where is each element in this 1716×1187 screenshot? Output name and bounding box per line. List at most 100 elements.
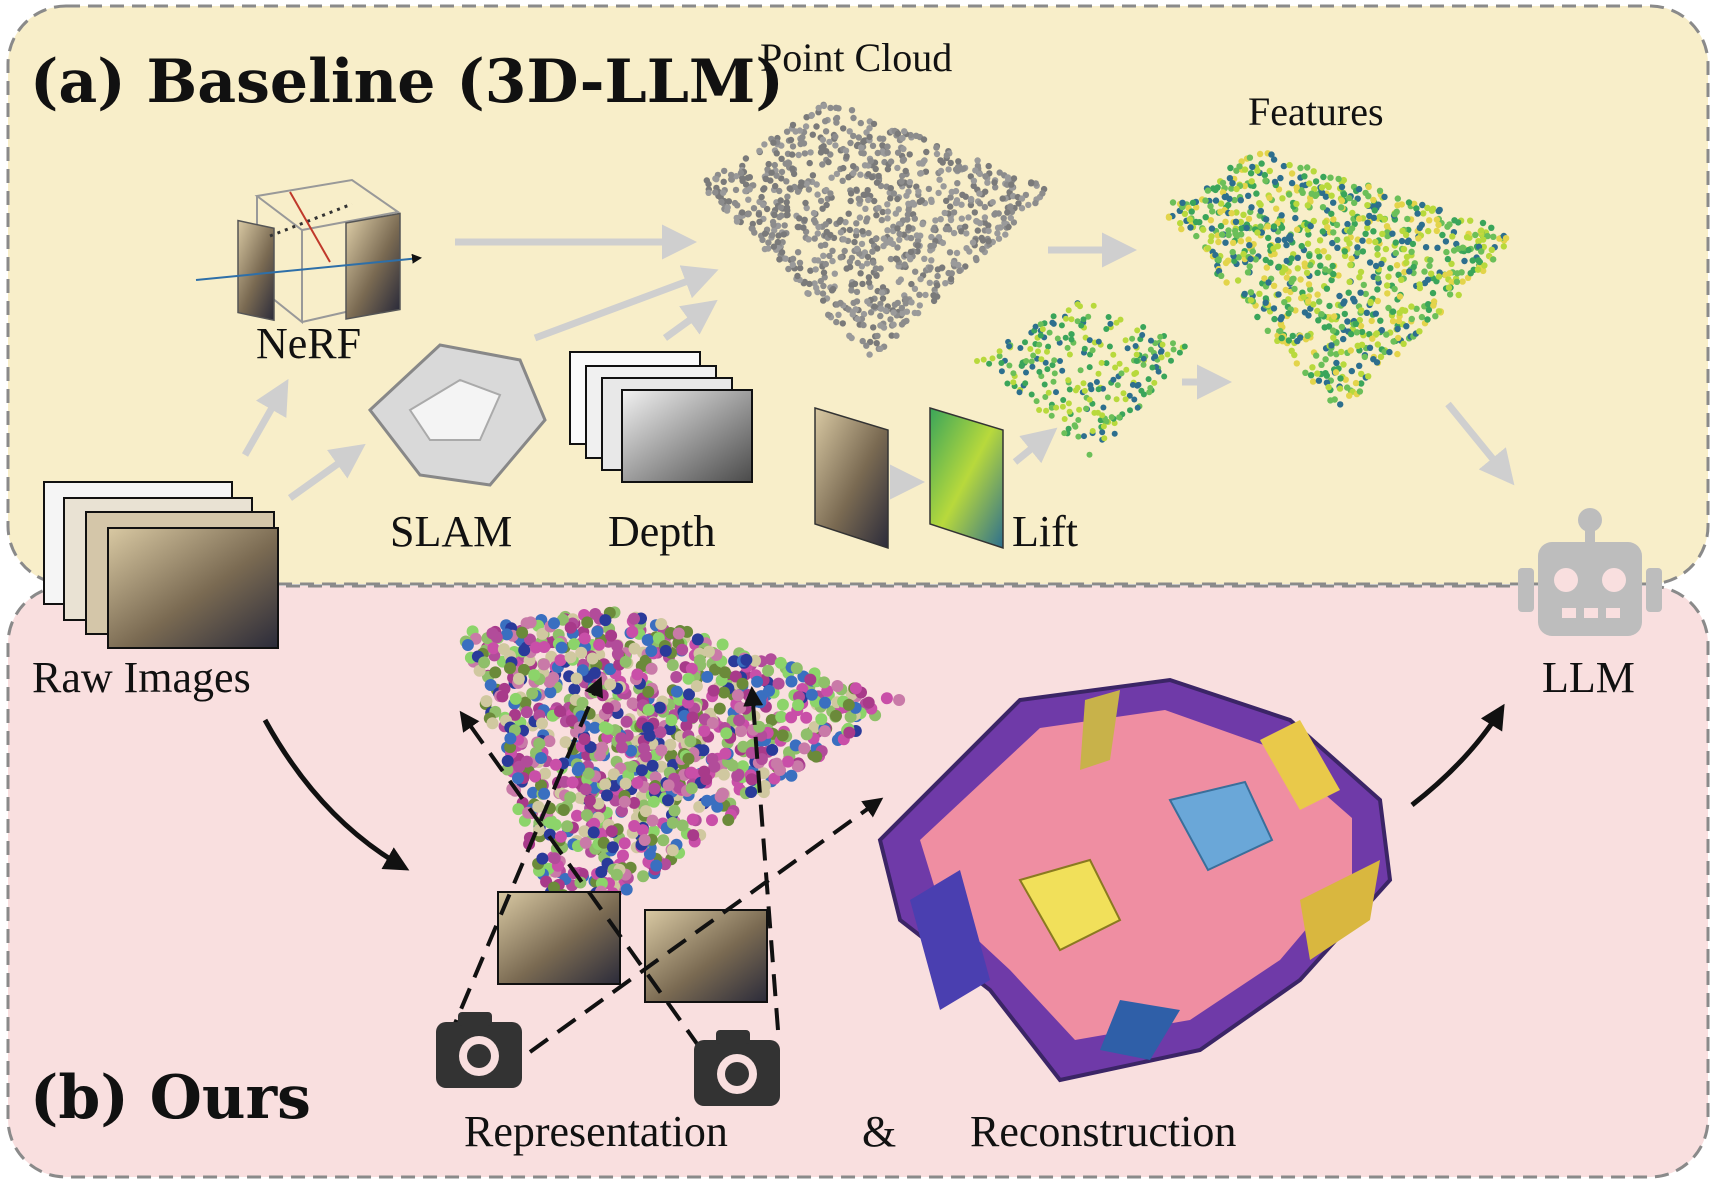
cloud-point [1228, 210, 1235, 217]
cloud-point [1229, 248, 1236, 256]
cloud-point [1060, 397, 1067, 403]
cloud-point [1169, 199, 1177, 206]
cloud-point [1101, 435, 1108, 442]
cloud-point [1066, 386, 1073, 393]
cloud-point [1478, 248, 1485, 255]
cloud-point [484, 679, 497, 691]
cloud-point [555, 641, 568, 654]
cloud-point [1098, 359, 1105, 366]
cloud-point [543, 735, 556, 748]
cloud-point [1114, 382, 1121, 389]
cloud-point [686, 813, 699, 826]
cloud-point [489, 666, 502, 679]
cloud-point [758, 193, 765, 201]
cloud-point [848, 254, 856, 262]
cloud-point [845, 210, 852, 217]
cloud-point [731, 199, 739, 207]
cloud-point [1362, 230, 1369, 237]
cloud-point [1432, 313, 1439, 320]
cloud-point [820, 102, 828, 110]
cloud-point [782, 160, 789, 167]
cloud-point [965, 214, 972, 221]
cloud-point [580, 809, 593, 822]
cloud-point [1285, 310, 1292, 317]
cloud-point [902, 300, 909, 307]
cloud-point [936, 176, 943, 183]
cloud-point [839, 320, 846, 327]
cloud-point [1249, 163, 1256, 171]
cloud-point [1336, 385, 1344, 392]
cloud-point [1099, 429, 1106, 436]
cloud-point [1016, 389, 1023, 396]
cloud-point [950, 209, 958, 216]
cloud-point [732, 186, 740, 194]
cloud-point [554, 830, 567, 843]
cloud-point [985, 227, 992, 235]
llm-label: LLM [1542, 653, 1635, 702]
cloud-point [820, 252, 827, 259]
cloud-point [1245, 236, 1252, 243]
cloud-point [1215, 256, 1222, 263]
cloud-point [685, 766, 698, 779]
cloud-point [790, 662, 803, 675]
cloud-point [1365, 237, 1373, 245]
cloud-point [789, 151, 796, 158]
cloud-point [1074, 301, 1081, 308]
cloud-point [1356, 388, 1364, 395]
cloud-point [1323, 285, 1331, 292]
cloud-point [818, 676, 831, 689]
cloud-point [721, 167, 728, 175]
cloud-point [524, 616, 537, 629]
cloud-point [576, 696, 589, 709]
cloud-point [945, 166, 952, 173]
cloud-point [991, 179, 998, 186]
cloud-point [870, 120, 878, 128]
cloud-point [927, 264, 934, 271]
cloud-point [518, 663, 530, 676]
cloud-point [1393, 262, 1401, 269]
cloud-point [1270, 223, 1278, 230]
cloud-point [856, 214, 864, 221]
cloud-point [1333, 351, 1340, 358]
cloud-point [504, 732, 517, 745]
cloud-point [796, 259, 804, 266]
cloud-point [761, 230, 769, 237]
cloud-point [777, 197, 784, 204]
cloud-point [974, 157, 981, 164]
cloud-point [1488, 224, 1495, 231]
cloud-point [712, 189, 719, 196]
cloud-point [653, 701, 666, 714]
cloud-point [1327, 174, 1334, 181]
cloud-point [1075, 417, 1082, 423]
cloud-point [1372, 262, 1380, 270]
cloud-point [520, 755, 533, 768]
cloud-point [913, 132, 920, 139]
cloud-point [1413, 205, 1420, 212]
cloud-point [1293, 200, 1300, 208]
cloud-point [774, 238, 782, 246]
cloud-point [959, 191, 966, 198]
cloud-point [1149, 364, 1156, 371]
cloud-point [803, 204, 810, 212]
cloud-point [1366, 259, 1374, 266]
cloud-point [1045, 343, 1052, 350]
cloud-point [852, 306, 859, 313]
cloud-point [1340, 300, 1347, 307]
cloud-point [942, 225, 950, 233]
cloud-point [579, 783, 592, 796]
cloud-point [761, 245, 769, 253]
cloud-point [626, 625, 639, 638]
cloud-point [846, 263, 854, 271]
cloud-point [1164, 351, 1171, 358]
cloud-point [855, 134, 862, 141]
cloud-point [1108, 414, 1115, 421]
cloud-point [605, 629, 618, 642]
cloud-point [670, 685, 683, 698]
cloud-point [809, 131, 816, 138]
cloud-point [1389, 308, 1397, 315]
cloud-point [888, 332, 895, 339]
cloud-point [887, 316, 894, 323]
reconstruction-label: Reconstruction [970, 1107, 1237, 1156]
cloud-point [1200, 226, 1207, 233]
cloud-point [822, 241, 829, 248]
